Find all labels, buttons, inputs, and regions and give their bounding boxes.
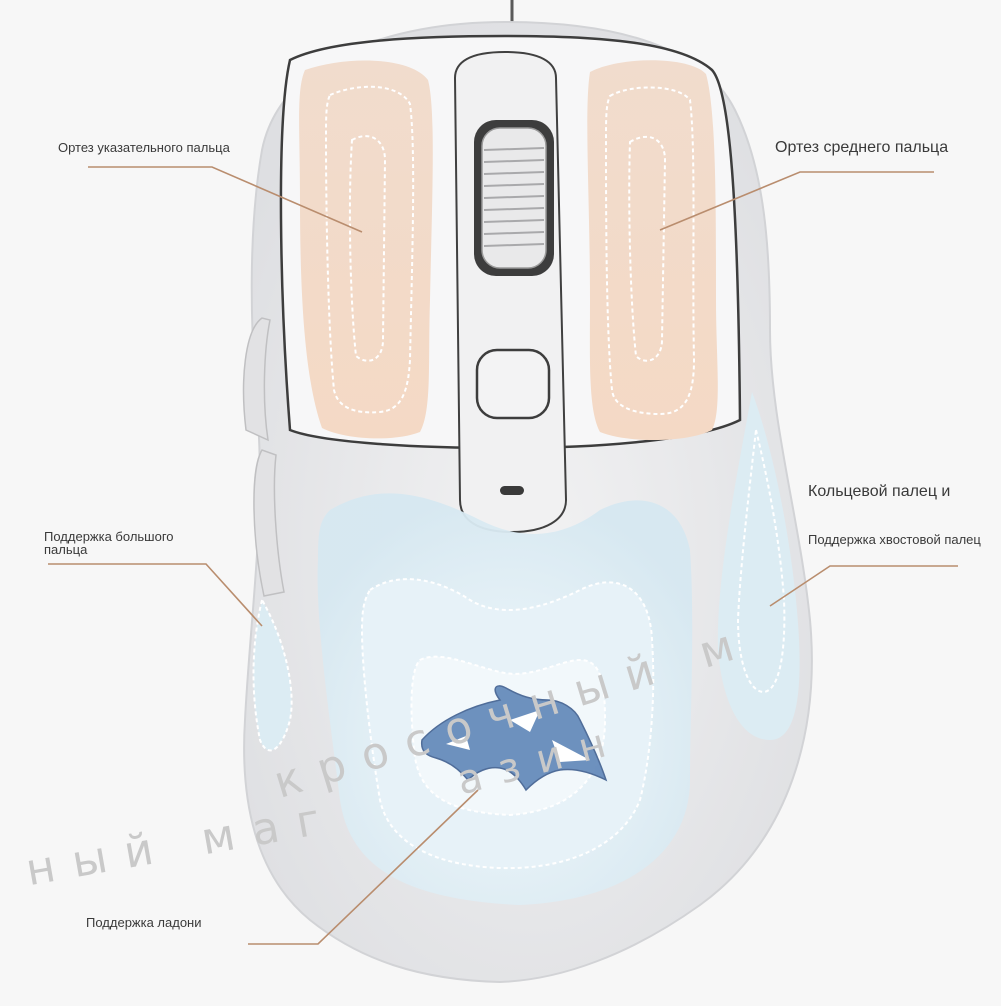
scroll-wheel-icon[interactable] xyxy=(474,120,554,276)
label-ring-finger: Кольцевой палец и xyxy=(808,483,951,500)
leader-thumb xyxy=(48,563,263,627)
middle-finger-pad xyxy=(587,60,718,441)
dpi-button-icon[interactable] xyxy=(475,348,551,420)
side-button-back[interactable] xyxy=(253,449,285,597)
label-index-finger: Ортез указательного пальца xyxy=(58,140,230,155)
leader-ring-pinky xyxy=(769,565,958,607)
led-indicator-icon xyxy=(500,486,524,495)
ring-pinky-support-zone xyxy=(717,392,800,740)
thumb-support-zone xyxy=(252,597,293,752)
leader-lines xyxy=(48,166,958,945)
label-pinky: Поддержка хвостовой палец xyxy=(808,532,981,547)
wolf-logo-icon xyxy=(420,685,608,792)
index-finger-pad xyxy=(299,60,433,439)
label-thumb-line1: Поддержка большого xyxy=(44,529,174,544)
side-button-forward[interactable] xyxy=(242,317,271,442)
leader-index xyxy=(88,166,363,233)
leader-palm xyxy=(248,789,479,945)
label-thumb-line2: пальца xyxy=(44,542,88,557)
label-middle-finger: Ортез среднего пальца xyxy=(775,139,949,156)
leader-middle xyxy=(659,171,934,231)
label-palm: Поддержка ладони xyxy=(86,915,202,930)
